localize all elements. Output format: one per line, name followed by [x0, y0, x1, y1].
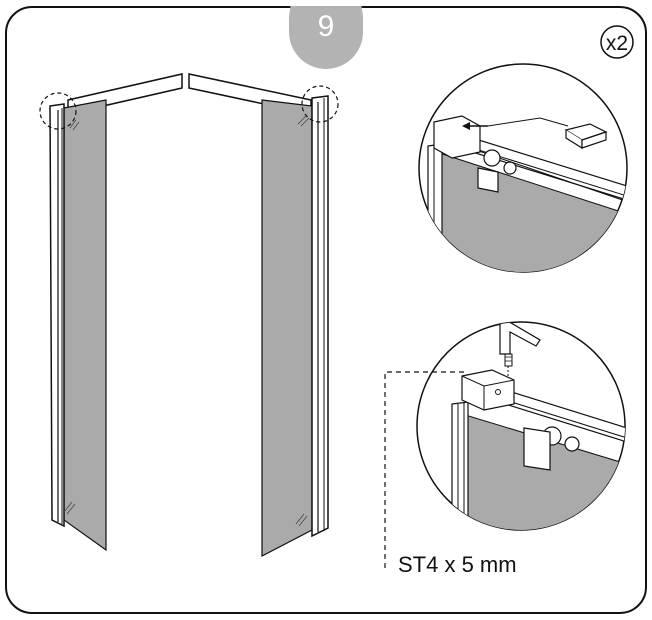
step-badge-disc: [290, 0, 362, 48]
left-wall-profile: [49, 103, 65, 528]
quantity-indicator: x2: [600, 25, 634, 59]
step-badge: 9: [286, 0, 368, 69]
fastener-label: ST4 x 5 mm: [398, 552, 517, 577]
quantity-ring: [600, 25, 634, 59]
right-detail-marker: [301, 85, 339, 123]
fastener-leader-line: [384, 371, 464, 568]
quantity-label: x2: [606, 32, 628, 55]
right-wall-profile: [311, 95, 329, 538]
detail-view-cap-removed: [418, 63, 628, 273]
detail-view-screw-fixing: [416, 321, 626, 531]
right-glass-panel: [261, 99, 313, 557]
left-detail-marker: [39, 92, 77, 130]
left-glass-panel: [63, 99, 107, 552]
shower-enclosure: [39, 73, 339, 557]
step-number: 9: [318, 10, 335, 43]
step-badge-shape: [289, 7, 363, 69]
glass-reflection-marks: [63, 115, 310, 527]
